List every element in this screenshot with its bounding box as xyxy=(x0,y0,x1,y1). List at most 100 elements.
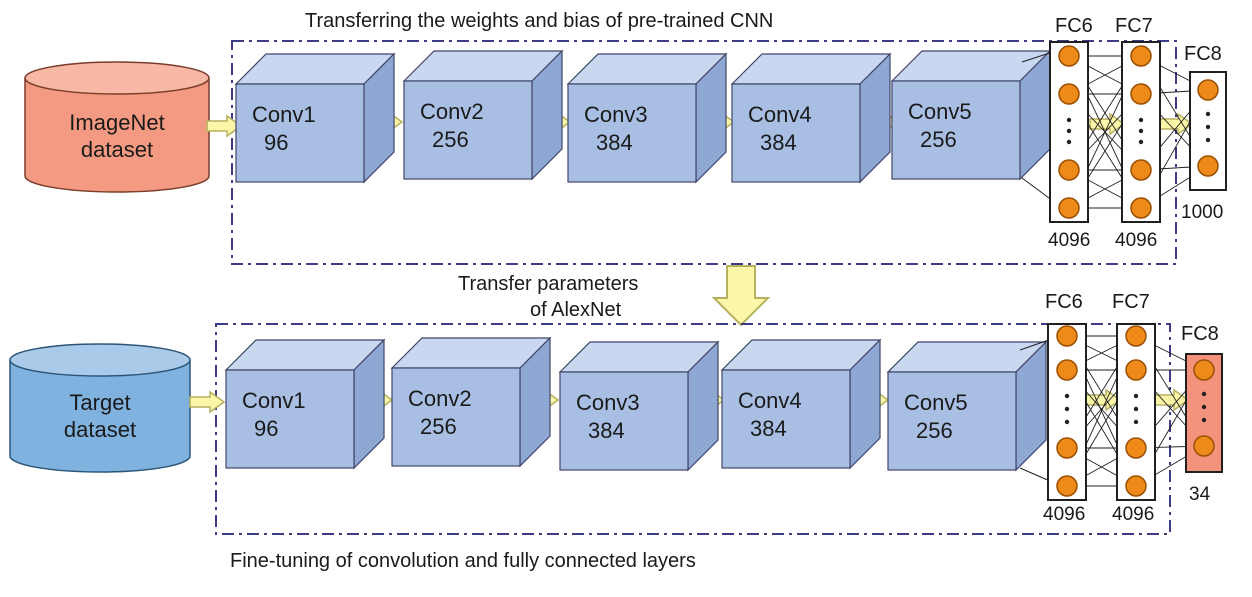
top-caption: Transferring the weights and bias of pre… xyxy=(305,10,773,32)
top-fc8-label: FC8 xyxy=(1184,43,1222,65)
transfer-down-arrow xyxy=(711,265,771,327)
bottom-pipeline: Target dataset Conv196Conv2256Conv3384Co… xyxy=(9,291,1223,572)
conv-layer-name: Conv4 xyxy=(738,388,802,413)
neuron-node xyxy=(1130,159,1152,181)
flow-arrow xyxy=(1153,388,1190,412)
conv-layer-filters: 256 xyxy=(920,127,957,152)
conv-layer-name: Conv2 xyxy=(420,99,484,124)
conv-layer-filters: 256 xyxy=(916,418,953,443)
ellipsis-dot xyxy=(1205,124,1211,130)
bottom-fc8-count: 34 xyxy=(1189,484,1211,505)
top-fc6-count: 4096 xyxy=(1048,230,1090,251)
conv-layer-block: Conv4 384 xyxy=(720,338,882,470)
top-fc7-label: FC7 xyxy=(1115,15,1153,37)
conv-layer-block: Conv5 256 xyxy=(886,340,1048,472)
ellipsis-dot xyxy=(1133,393,1139,399)
bottom-fc7-count: 4096 xyxy=(1112,504,1154,525)
neuron-node xyxy=(1193,359,1215,381)
neuron-node xyxy=(1058,83,1080,105)
target-label-line2: dataset xyxy=(64,417,136,442)
neuron-node xyxy=(1125,437,1147,459)
ellipsis-dot xyxy=(1064,393,1070,399)
target-dataset-cylinder: Target dataset xyxy=(9,343,191,473)
bottom-fc6-column: FC6 4096 xyxy=(1043,291,1087,525)
ellipsis-dot xyxy=(1133,406,1139,412)
neuron-node xyxy=(1130,45,1152,67)
imagenet-label-line1: ImageNet xyxy=(69,110,164,135)
conv-layer-block: Conv5 256 xyxy=(890,49,1052,181)
ellipsis-dot xyxy=(1133,419,1139,425)
ellipsis-dot xyxy=(1205,137,1211,143)
transfer-section: Transfer parameters of AlexNet xyxy=(458,265,771,327)
conv-layer-name: Conv1 xyxy=(252,102,316,127)
ellipsis-dot xyxy=(1066,139,1072,145)
conv-layer-name: Conv3 xyxy=(584,102,648,127)
conv-layer-filters: 256 xyxy=(420,414,457,439)
top-fc6-column: FC6 4096 xyxy=(1048,15,1093,251)
conv-layer-filters: 384 xyxy=(750,416,787,441)
bottom-fc6-label: FC6 xyxy=(1045,291,1083,313)
conv-layer-name: Conv4 xyxy=(748,102,812,127)
top-fc6-label: FC6 xyxy=(1055,15,1093,37)
conv-layer-block: Conv3 384 xyxy=(566,52,728,184)
bottom-fc7-label: FC7 xyxy=(1112,291,1150,313)
conv-layer-name: Conv3 xyxy=(576,390,640,415)
ellipsis-dot xyxy=(1138,128,1144,134)
neuron-node xyxy=(1130,83,1152,105)
ellipsis-dot xyxy=(1066,117,1072,123)
conv-layer-name: Conv5 xyxy=(904,390,968,415)
neuron-node xyxy=(1056,325,1078,347)
ellipsis-dot xyxy=(1138,117,1144,123)
flow-arrow xyxy=(206,114,243,138)
conv-layer-filters: 256 xyxy=(432,127,469,152)
top-fc7-count: 4096 xyxy=(1115,230,1157,251)
neuron-node xyxy=(1058,45,1080,67)
neuron-node xyxy=(1056,475,1078,497)
imagenet-dataset-cylinder: ImageNet dataset xyxy=(24,61,210,193)
conv-layer-name: Conv2 xyxy=(408,386,472,411)
ellipsis-dot xyxy=(1201,391,1207,397)
conv-layer-filters: 96 xyxy=(264,130,288,155)
flow-arrow xyxy=(189,390,226,414)
neuron-node xyxy=(1056,437,1078,459)
neuron-node xyxy=(1125,475,1147,497)
ellipsis-dot xyxy=(1201,417,1207,423)
neuron-node xyxy=(1056,359,1078,381)
neuron-node xyxy=(1193,435,1215,457)
top-conv-layers: Conv1 96 Conv2 256 Conv3 384 Conv4 384 Conv5 256 xyxy=(234,49,1052,184)
neuron-node xyxy=(1197,155,1219,177)
neuron-node xyxy=(1197,79,1219,101)
bottom-fc8-column: FC8 34 xyxy=(1181,323,1223,505)
neuron-node xyxy=(1058,197,1080,219)
transfer-text-line1: Transfer parameters xyxy=(458,273,638,295)
neuron-node xyxy=(1058,159,1080,181)
bottom-fc6-count: 4096 xyxy=(1043,504,1085,525)
bottom-caption: Fine-tuning of convolution and fully con… xyxy=(230,550,696,572)
neuron-node xyxy=(1125,325,1147,347)
ellipsis-dot xyxy=(1201,404,1207,410)
ellipsis-dot xyxy=(1205,111,1211,117)
top-fc8-column: FC8 1000 xyxy=(1181,43,1227,223)
conv-layer-filters: 384 xyxy=(596,130,633,155)
top-fc8-count: 1000 xyxy=(1181,202,1223,223)
top-pipeline: Transferring the weights and bias of pre… xyxy=(24,10,1227,265)
target-label-line1: Target xyxy=(69,390,130,415)
imagenet-label-line2: dataset xyxy=(81,137,153,162)
conv-layer-name: Conv5 xyxy=(908,99,972,124)
top-dashed-frame xyxy=(231,40,1177,265)
bottom-fc8-label: FC8 xyxy=(1181,323,1219,345)
conv-layer-block: Conv2 256 xyxy=(390,336,552,468)
bottom-fc7-column: FC7 4096 xyxy=(1112,291,1156,525)
bottom-dashed-frame xyxy=(215,323,1171,535)
transfer-text-line2: of AlexNet xyxy=(530,299,622,321)
neuron-node xyxy=(1125,359,1147,381)
neuron-node xyxy=(1130,197,1152,219)
conv-layer-block: Conv1 96 xyxy=(234,52,396,184)
top-fc7-column: FC7 4096 xyxy=(1115,15,1161,251)
ellipsis-dot xyxy=(1066,128,1072,134)
